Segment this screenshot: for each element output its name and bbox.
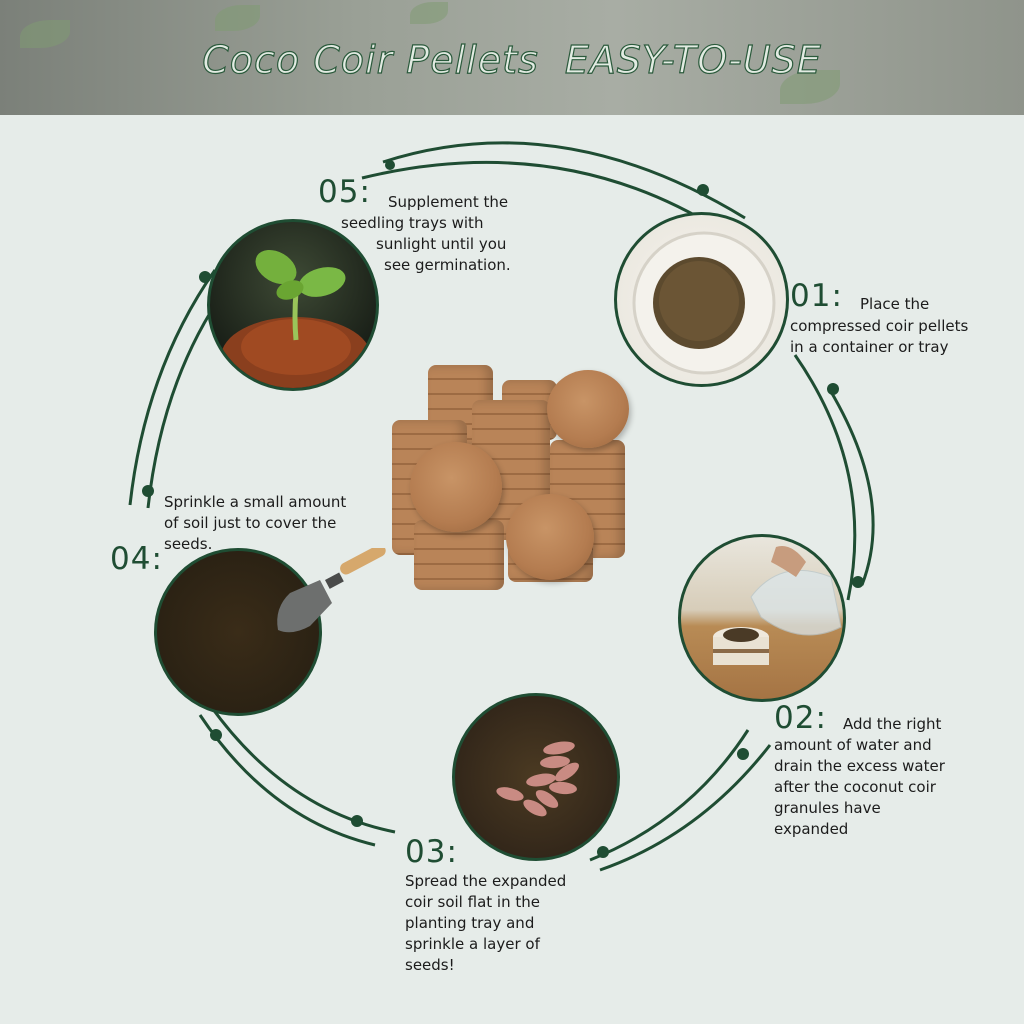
step-01-line: in a container or tray bbox=[790, 338, 949, 356]
ring-dot bbox=[852, 576, 864, 588]
ring-arc bbox=[382, 141, 746, 220]
ring-dot bbox=[210, 729, 222, 741]
step-03-number: 03: bbox=[405, 834, 458, 870]
header-banner: Coco Coir Pellets EASY-TO-USE bbox=[0, 0, 1024, 115]
step-02-line: granules have bbox=[774, 799, 881, 817]
ring-dot bbox=[199, 271, 211, 283]
seeds-icon bbox=[496, 741, 579, 817]
step-04-line: seeds. bbox=[164, 535, 213, 553]
coir-pellet-stack bbox=[390, 360, 630, 595]
ring-arc bbox=[599, 744, 772, 872]
step-04-number: 04: bbox=[110, 541, 163, 577]
step-02-line: Add the right bbox=[843, 715, 942, 733]
ring-dot bbox=[827, 383, 839, 395]
ring-dot bbox=[597, 846, 609, 858]
step-03-line: seeds! bbox=[405, 956, 455, 974]
step-04-line: Sprinkle a small amount bbox=[164, 493, 347, 511]
ring-arc bbox=[589, 729, 750, 862]
ring-arc bbox=[198, 714, 376, 847]
step-01-line: compressed coir pellets bbox=[790, 317, 969, 335]
step-02-line: drain the excess water bbox=[774, 757, 945, 775]
seedling-photo bbox=[207, 219, 379, 391]
ring-dot bbox=[385, 160, 395, 170]
step-02-number: 02: bbox=[774, 700, 827, 736]
soil-photo bbox=[154, 548, 322, 716]
step-01-line: Place the bbox=[860, 295, 930, 313]
step-03-line: coir soil flat in the bbox=[405, 893, 540, 911]
pellet-icon bbox=[632, 231, 776, 375]
pellet-face bbox=[410, 442, 502, 532]
ring-dot bbox=[697, 184, 709, 196]
ring-arc bbox=[828, 389, 875, 586]
ring-arc bbox=[128, 269, 217, 506]
ring-dot bbox=[737, 748, 749, 760]
step-05-line: Supplement the bbox=[388, 193, 509, 211]
water-pour-photo bbox=[678, 534, 846, 702]
pellet-face bbox=[547, 370, 629, 448]
ring-arc bbox=[208, 704, 396, 834]
water-icon bbox=[713, 546, 842, 665]
step-05-line: see germination. bbox=[384, 256, 511, 274]
step-05-number: 05: bbox=[318, 174, 371, 210]
step-05-line: sunlight until you bbox=[376, 235, 507, 253]
ring-dot bbox=[142, 485, 154, 497]
trowel-icon bbox=[277, 548, 386, 633]
leaf-decoration bbox=[410, 2, 448, 24]
page-title: Coco Coir Pellets EASY-TO-USE bbox=[202, 37, 822, 82]
pellet-face bbox=[506, 494, 594, 580]
pellet-container-photo bbox=[614, 212, 789, 387]
step-02-line: expanded bbox=[774, 820, 849, 838]
step-03-line: sprinkle a layer of bbox=[405, 935, 540, 953]
seedling-icon bbox=[221, 249, 371, 388]
step-04-line: of soil just to cover the bbox=[164, 514, 337, 532]
ring-arc bbox=[361, 161, 721, 232]
ring-arc bbox=[793, 354, 857, 601]
step-02-line: after the coconut coir bbox=[774, 778, 936, 796]
step-03-line: Spread the expanded bbox=[405, 872, 567, 890]
ring-dot bbox=[351, 815, 363, 827]
step-03-line: planting tray and bbox=[405, 914, 535, 932]
step-05-line: seedling trays with bbox=[341, 214, 484, 232]
seeds-soil-photo bbox=[452, 693, 620, 861]
step-02-line: amount of water and bbox=[774, 736, 932, 754]
step-01-number: 01: bbox=[790, 278, 843, 314]
